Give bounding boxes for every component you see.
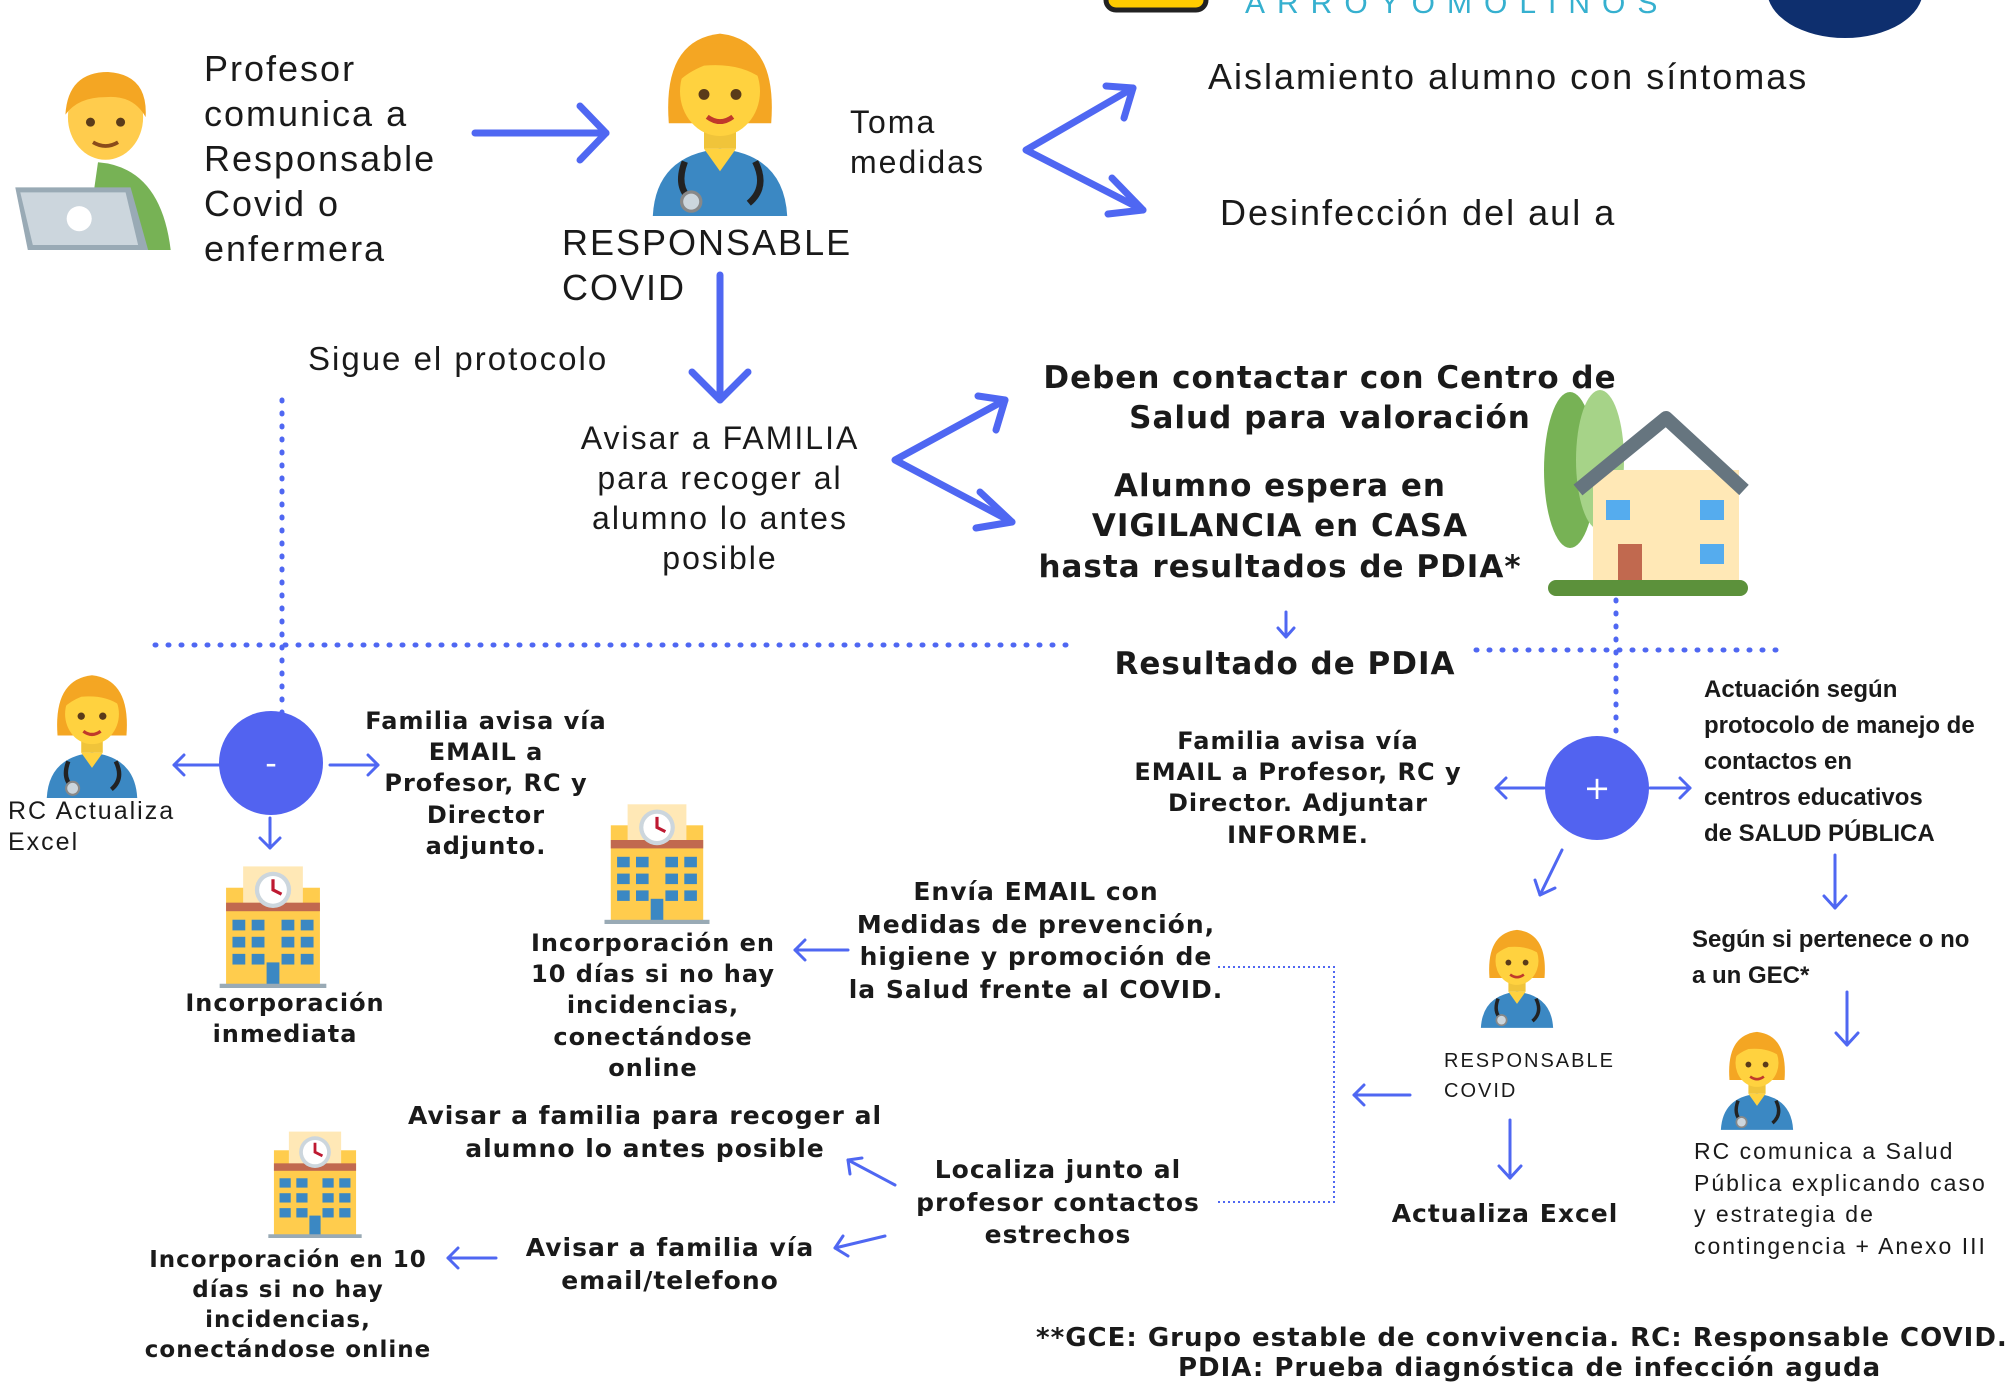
arrow-vigilancia-head	[972, 488, 1016, 532]
positive-result-circle: +	[1545, 736, 1649, 840]
teacher-communicates-text: Profesor comunica a Responsable Covid o …	[204, 48, 437, 269]
toma-medidas-label: Toma medidas	[850, 104, 985, 180]
vigilancia-text: Alumno espera en VIGILANCIA en CASA hast…	[1038, 468, 1522, 585]
aislamiento-text: Aislamiento alumno con síntomas	[1208, 56, 1809, 97]
arrow-rc-to-familia-head	[688, 368, 752, 404]
health-worker-icon	[640, 8, 800, 216]
resultado-pdia-label: Resultado de PDIA	[1114, 646, 1456, 682]
arrow-desinfeccion-head	[1104, 174, 1147, 218]
incorporacion-10-dias-text: Incorporación en 10 días si no hay incid…	[144, 1247, 432, 1363]
school-clock-icon	[210, 860, 336, 988]
logo-text: ARROYOMOLINOS	[1245, 0, 1670, 20]
negative-familia-email-text: Familia avisa vía EMAIL a Profesor, RC y…	[365, 707, 607, 860]
health-worker-icon	[38, 658, 146, 798]
negative-result-circle: -	[219, 711, 323, 815]
logo-mark	[1103, 0, 1922, 38]
avisar-familia-text: Avisar a FAMILIA para recoger al alumno …	[580, 420, 860, 576]
localiza-contactos-text: Localiza junto al profesor contactos est…	[916, 1155, 1200, 1249]
desinfeccion-text: Desinfección del aul a	[1220, 192, 1617, 233]
avisar-familia-recoger-text: Avisar a familia para recoger al alumno …	[407, 1101, 883, 1163]
arrow-familia-split	[891, 396, 1016, 526]
responsable-covid-label: RESPONSABLE COVID	[562, 222, 853, 308]
footnote-line-1: **GCE: Grupo estable de convivencia. RC:…	[1036, 1323, 2008, 1353]
house-icon	[1544, 390, 1749, 596]
health-worker-icon	[1714, 1018, 1800, 1130]
envia-email-medidas-text: Envía EMAIL con Medidas de prevención, h…	[848, 877, 1224, 1004]
responsable-covid-small-label: RESPONSABLE COVID	[1444, 1050, 1615, 1102]
arrow-teacher-to-rc-head	[576, 102, 610, 164]
rc-actualiza-excel-text: RC Actualiza Excel	[8, 797, 176, 857]
actuacion-protocolo-text: Actuación según protocolo de manejo de c…	[1704, 676, 1975, 847]
segun-gec-text: Según si pertenece o no a un GEC*	[1692, 926, 1970, 989]
teacher-laptop-icon	[8, 62, 188, 250]
centro-salud-text: Deben contactar con Centro de Salud para…	[1043, 360, 1617, 437]
actualiza-excel-text: Actualiza Excel	[1391, 1199, 1619, 1228]
arrow-toma-medidas-split	[1022, 84, 1147, 214]
rc-comunica-salud-text: RC comunica a Salud Pública explicando c…	[1694, 1138, 1987, 1260]
arrow-centro-salud-head	[974, 392, 1009, 434]
incorporacion-10-dias-online-text: Incorporación en 10 días si no hay incid…	[530, 929, 775, 1082]
sigue-protocolo-label: Sigue el protocolo	[308, 340, 609, 377]
health-worker-icon	[1474, 915, 1560, 1029]
footnote-line-2: PDIA: Prueba diagnóstica de infección ag…	[1178, 1353, 1882, 1383]
incorporacion-inmediata-text: Incorporación inmediata	[185, 989, 385, 1049]
positive-familia-email-text: Familia avisa vía EMAIL a Profesor, RC y…	[1134, 727, 1462, 849]
avisar-familia-email-telefono-text: Avisar a familia vía email/telefono	[525, 1233, 815, 1295]
arrow-aislamiento-head	[1102, 82, 1137, 122]
school-clock-icon	[258, 1126, 372, 1238]
